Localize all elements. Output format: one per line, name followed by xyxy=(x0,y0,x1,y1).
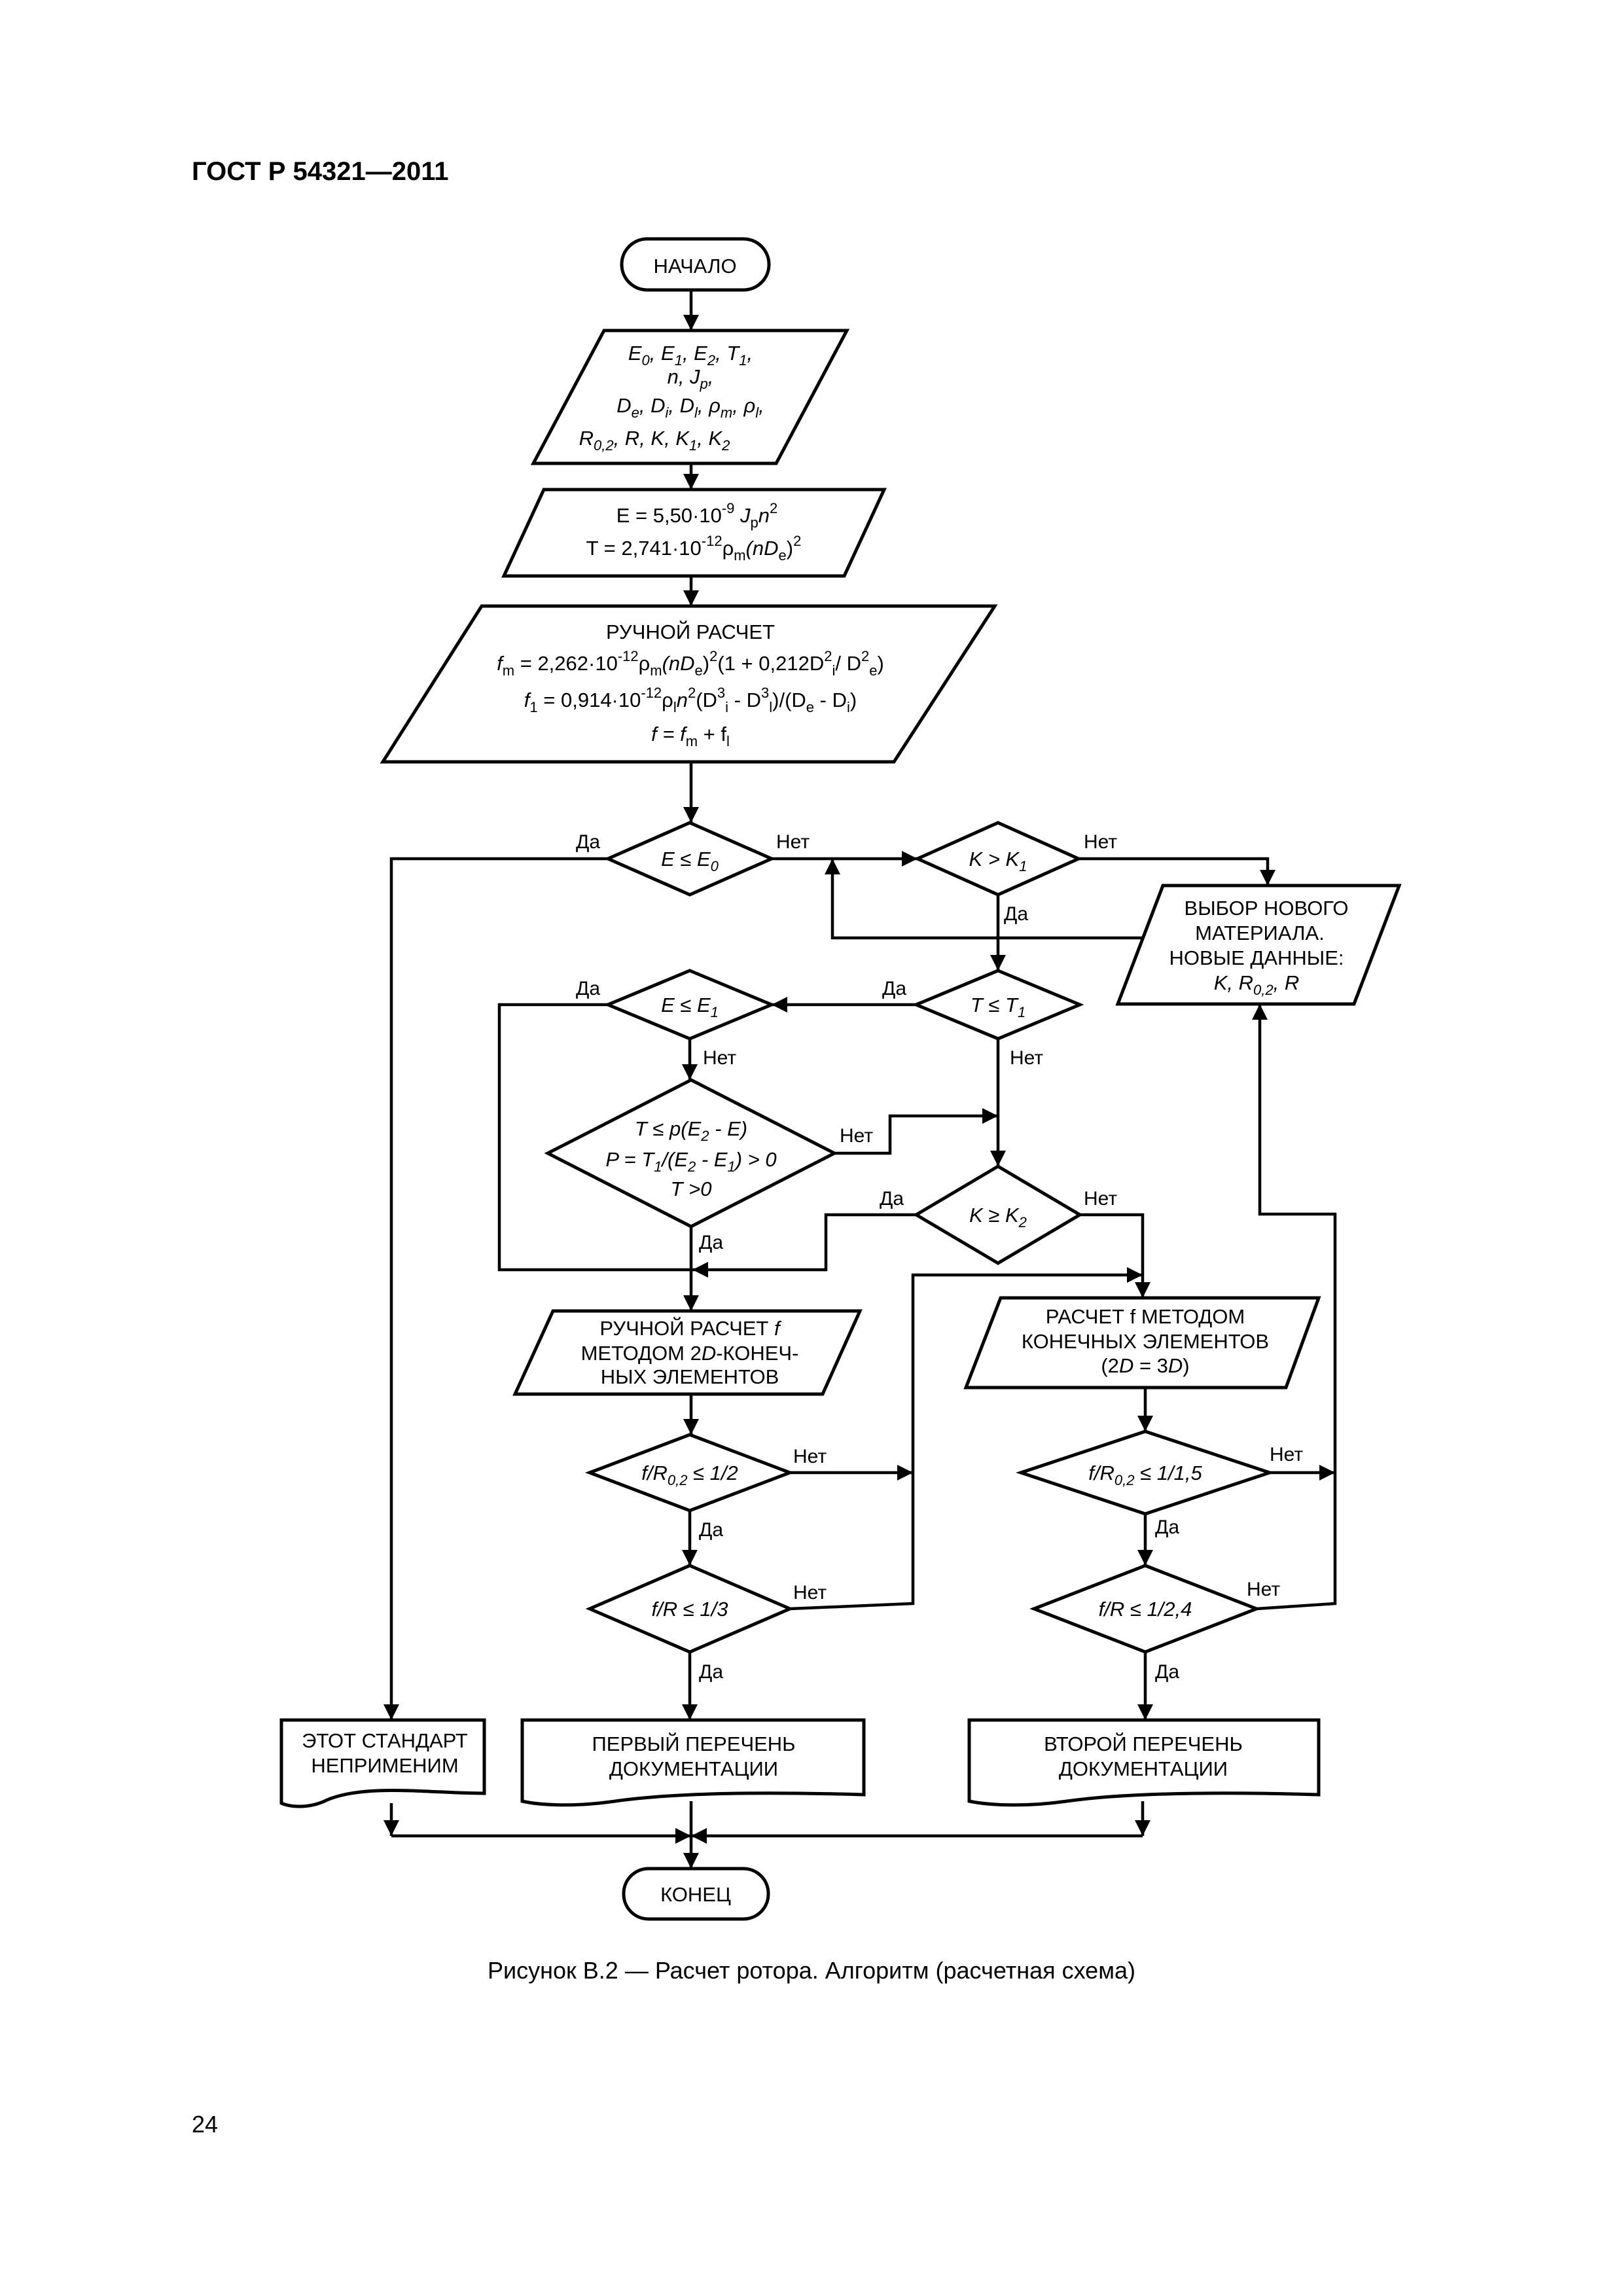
input-data-box xyxy=(530,329,850,465)
new-material-line-3: НОВЫЕ ДАННЫЕ: xyxy=(1169,946,1344,969)
new-material-line-1: ВЫБОР НОВОГО xyxy=(1185,897,1349,920)
new-material-box xyxy=(1115,884,1402,1006)
decision-fr-third-text: f/R ≤ 1/3 xyxy=(652,1598,728,1621)
fem-box xyxy=(963,1296,1321,1390)
end-terminal xyxy=(622,1867,770,1921)
label-yes: Да xyxy=(576,831,600,853)
label-no: Нет xyxy=(1270,1444,1303,1465)
label-no: Нет xyxy=(1010,1047,1043,1069)
decision-t-p-line-3: T >0 xyxy=(671,1177,712,1200)
doc-first-line-2: ДОКУМЕНТАЦИИ xyxy=(609,1757,778,1780)
end-label: КОНЕЦ xyxy=(660,1883,731,1906)
start-label: НАЧАЛО xyxy=(653,255,736,278)
page-number: 24 xyxy=(192,2111,219,2138)
connector xyxy=(834,1108,998,1155)
manual-calc-line-3: f = fm + fl xyxy=(651,723,730,749)
label-no: Нет xyxy=(793,1446,827,1467)
doc-not-applicable-line-1: ЭТОТ СТАНДАРТ xyxy=(302,1729,468,1752)
input-line-4: R0,2, R, K, K1, K2 xyxy=(579,427,730,454)
decision-e-le-e0 xyxy=(603,821,776,897)
label-yes: Да xyxy=(1155,1516,1179,1538)
manual-calc-title: РУЧНОЙ РАСЧЕТ xyxy=(606,620,775,643)
new-material-line-4: K, R0,2, R xyxy=(1214,971,1300,998)
manual-fem-box xyxy=(512,1309,863,1396)
doc-first-line-1: ПЕРВЫЙ ПЕРЕЧЕНЬ xyxy=(592,1732,795,1755)
figure-caption: Рисунок В.2 — Расчет ротора. Алгоритм (р… xyxy=(488,1957,1135,1984)
manual-fem-line-2: МЕТОДОМ 2D-КОНЕЧ- xyxy=(581,1342,799,1365)
label-yes: Да xyxy=(699,1661,723,1683)
manual-calc-line-2: f1 = 0,914·10-12ρln2(D3i - D3l)/(De - Di… xyxy=(524,685,857,715)
connector xyxy=(825,859,1143,940)
label-yes: Да xyxy=(1155,1661,1179,1683)
decision-k-ge-k2-text: K ≥ K2 xyxy=(969,1204,1027,1230)
label-no: Нет xyxy=(793,1582,827,1604)
label-yes: Да xyxy=(1004,903,1028,925)
label-no: Нет xyxy=(703,1047,736,1069)
connector xyxy=(1080,1213,1150,1298)
connector xyxy=(497,1003,691,1272)
connector xyxy=(383,857,608,1720)
decision-t-le-t1-text: T ≤ T1 xyxy=(971,994,1026,1020)
connector xyxy=(1252,1004,1337,1611)
energy-formula-1: E = 5,50·10-9 Jpn2 xyxy=(616,500,778,531)
label-no: Нет xyxy=(1084,831,1117,853)
doc-first-list xyxy=(520,1718,866,1807)
label-yes: Да xyxy=(699,1519,723,1541)
label-no: Нет xyxy=(1247,1579,1280,1600)
fem-line-3: (2D = 3D) xyxy=(1101,1354,1189,1377)
manual-fem-line-3: НЫХ ЭЛЕМЕНТОВ xyxy=(601,1365,779,1388)
decision-t-p-line-1: T ≤ p(E2 - E) xyxy=(635,1117,747,1144)
connector xyxy=(1079,857,1275,886)
label-yes: Да xyxy=(699,1232,723,1253)
decision-fr-1-2-4-text: f/R ≤ 1/2,4 xyxy=(1099,1598,1192,1621)
doc-second-line-1: ВТОРОЙ ПЕРЕЧЕНЬ xyxy=(1044,1732,1243,1755)
energy-formula-box xyxy=(501,488,887,578)
new-material-line-2: МАТЕРИАЛА. xyxy=(1195,922,1325,944)
decision-e-le-e1-text: E ≤ E1 xyxy=(661,994,719,1020)
fem-line-2: КОНЕЧНЫХ ЭЛЕМЕНТОВ xyxy=(1022,1330,1269,1353)
label-no: Нет xyxy=(840,1125,873,1147)
input-line-2: n, Jp, xyxy=(668,365,714,392)
decision-fr02-1-1-5-text: f/R0,2 ≤ 1/1,5 xyxy=(1088,1462,1202,1488)
manual-calc-box xyxy=(380,604,998,764)
connector xyxy=(789,1267,1143,1611)
input-line-3: De, Di, Dl, ρm, ρl, xyxy=(616,394,764,421)
decision-k-ge-k2 xyxy=(913,1164,1083,1265)
label-yes: Да xyxy=(576,978,600,999)
manual-fem-line-1: РУЧНОЙ РАСЧЕТ f xyxy=(599,1316,782,1340)
decision-k-gt-k1-text: K > K1 xyxy=(969,848,1027,874)
label-no: Нет xyxy=(776,831,810,853)
doc-second-line-2: ДОКУМЕНТАЦИИ xyxy=(1059,1757,1228,1780)
label-yes: Да xyxy=(880,1188,904,1210)
doc-not-applicable-line-2: НЕПРИМЕНИМ xyxy=(311,1754,458,1777)
doc-second-list xyxy=(967,1718,1321,1807)
label-yes: Да xyxy=(882,978,906,999)
decision-fr02-half-text: f/R0,2 ≤ 1/2 xyxy=(641,1462,738,1488)
decision-e-le-e0-text: E ≤ E0 xyxy=(661,848,719,874)
manual-calc-line-1: fm = 2,262·10-12ρm(nDe)2(1 + 0,212D2i/ D… xyxy=(497,648,884,679)
decision-t-p-condition xyxy=(544,1078,838,1229)
label-no: Нет xyxy=(1084,1188,1117,1210)
doc-not-applicable xyxy=(279,1718,486,1808)
energy-formula-2: T = 2,741·10-12ρm(nDe)2 xyxy=(586,533,802,564)
decision-t-p-line-2: P = T1/(E2 - E1) > 0 xyxy=(605,1148,776,1175)
start-terminal xyxy=(620,237,771,292)
document-header: ГОСТ Р 54321—2011 xyxy=(192,157,449,186)
connector xyxy=(692,1213,916,1278)
fem-line-1: РАСЧЕТ f МЕТОДОМ xyxy=(1046,1305,1245,1328)
input-line-1: E0, E1, E2, T1, xyxy=(628,342,753,368)
